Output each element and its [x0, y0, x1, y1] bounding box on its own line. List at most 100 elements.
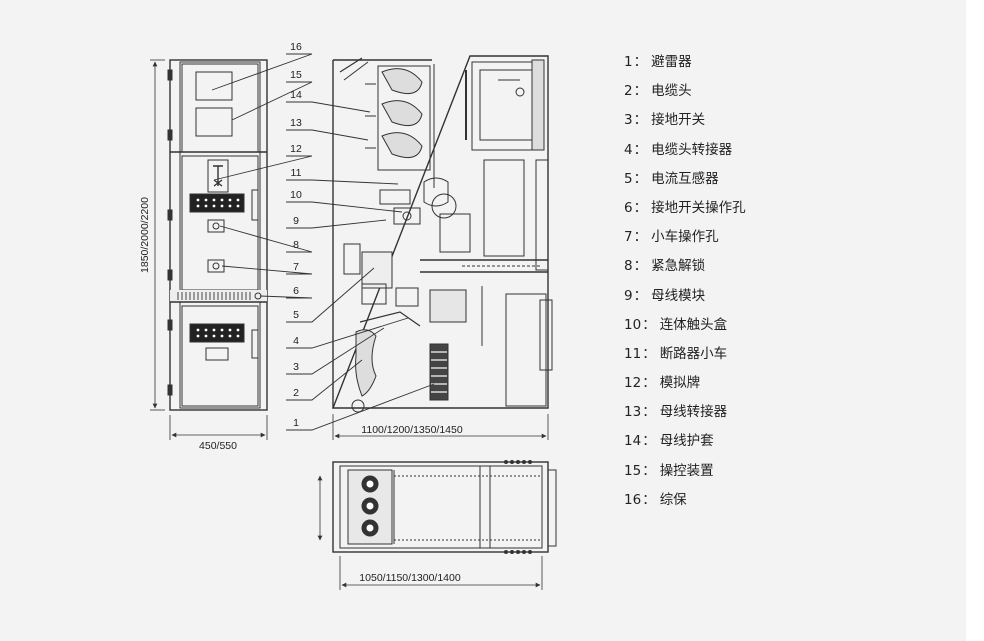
legend-item: 16：综保 — [624, 490, 746, 519]
legend-separator: ： — [633, 170, 648, 187]
legend-number: 12 — [624, 375, 642, 392]
callout-leader — [286, 201, 403, 213]
callout-number: 15 — [290, 69, 302, 81]
legend-label: 操控装置 — [659, 462, 714, 479]
legend-number: 5 — [624, 170, 633, 187]
callout-number: 4 — [293, 335, 299, 347]
callout-number: 9 — [293, 215, 299, 227]
legend-item: 2：电缆头 — [624, 81, 746, 110]
legend-label: 小车操作孔 — [651, 229, 719, 246]
legend-label: 模拟牌 — [659, 375, 701, 392]
relay-window — [195, 71, 233, 101]
legend-separator: ： — [633, 54, 648, 70]
callout-leader — [286, 129, 369, 141]
callout-leader — [213, 155, 313, 181]
callout-number: 3 — [293, 361, 299, 373]
legend-item: 6：接地开关操作孔 — [624, 198, 746, 227]
legend-label: 母线模块 — [651, 287, 706, 304]
legend-label: 紧急解锁 — [651, 258, 706, 275]
callout-leader — [286, 327, 385, 375]
legend-separator: ： — [633, 141, 648, 158]
callout-leader — [286, 383, 435, 431]
legend-item: 14：母线护套 — [624, 431, 746, 460]
callout-leader — [231, 81, 313, 121]
legend-item: 13：母线转接器 — [624, 402, 746, 431]
callout-number: 8 — [293, 239, 299, 251]
legend-label: 接地开关 — [651, 112, 706, 129]
legend-label: 连体触头盒 — [659, 316, 728, 333]
legend-item: 12：模拟牌 — [624, 373, 746, 402]
legend-item: 15：操控装置 — [624, 461, 746, 490]
legend-item: 9：母线模块 — [624, 286, 746, 315]
legend-separator: ： — [642, 404, 656, 421]
callout-leader — [219, 225, 313, 253]
legend-number: 1 — [624, 54, 633, 70]
legend-item: 7：小车操作孔 — [624, 227, 746, 256]
plan-view — [317, 460, 557, 554]
legend-number: 4 — [624, 141, 633, 158]
page-margin — [966, 0, 984, 641]
legend-separator: ： — [633, 83, 648, 100]
legend-item: 8：紧急解锁 — [624, 256, 746, 285]
callout-leader — [286, 267, 375, 323]
legend-label: 电缆头转接器 — [651, 141, 733, 158]
callout-number: 11 — [291, 167, 302, 179]
legend-number: 7 — [624, 229, 633, 246]
callout-leader — [286, 101, 371, 113]
callout-number: 6 — [293, 285, 299, 297]
callout-number: 7 — [293, 261, 299, 273]
legend-number: 6 — [624, 199, 633, 216]
legend-item: 4：电缆头转接器 — [624, 140, 746, 169]
legend-number: 8 — [624, 258, 633, 275]
dim-front-width: 450/550 — [199, 440, 237, 452]
legend-label: 母线护套 — [659, 433, 714, 450]
legend-label: 综保 — [659, 491, 687, 508]
mimic-board — [207, 159, 229, 193]
side-view — [331, 55, 553, 413]
front-dimensions — [150, 59, 268, 440]
legend-number: 15 — [624, 462, 642, 479]
legend-separator: ： — [633, 229, 648, 246]
callout-number: 1 — [293, 417, 299, 429]
callout-leaders — [211, 53, 435, 431]
callout-leader — [286, 179, 399, 185]
legend-label: 接地开关操作孔 — [651, 199, 746, 216]
legend-separator: ： — [633, 112, 648, 129]
callout-number: 13 — [290, 117, 302, 129]
callout-number: 2 — [293, 387, 299, 399]
plan-dimensions — [339, 556, 543, 590]
legend-number: 13 — [624, 404, 642, 421]
legend-number: 14 — [624, 433, 642, 450]
legend-item: 5：电流互感器 — [624, 169, 746, 198]
legend-label: 电流互感器 — [651, 170, 719, 187]
callout-leader — [286, 219, 387, 229]
legend-separator: ： — [642, 462, 656, 479]
callout-number: 16 — [290, 41, 302, 53]
callout-leader — [259, 295, 313, 299]
callout-number: 12 — [290, 143, 302, 155]
legend-separator: ： — [633, 199, 648, 216]
callout-number: 5 — [293, 309, 299, 321]
legend-number: 11 — [624, 345, 642, 362]
legend-item: 11：断路器小车 — [624, 344, 746, 373]
legend-number: 9 — [624, 287, 633, 304]
legend-number: 3 — [624, 112, 633, 129]
legend-item: 1：避雷器 — [624, 52, 746, 81]
legend-label: 避雷器 — [651, 54, 692, 70]
callout-leader — [211, 53, 313, 91]
side-dimensions — [332, 414, 549, 440]
dim-side-depth: 1100/1200/1350/1450 — [361, 424, 463, 436]
legend-label: 断路器小车 — [659, 345, 728, 362]
legend-label: 母线转接器 — [659, 404, 728, 421]
callout-number: 10 — [290, 189, 302, 201]
legend-separator: ： — [633, 258, 648, 275]
legend-number: 2 — [624, 83, 633, 100]
legend-separator: ： — [642, 316, 656, 333]
legend-number: 10 — [624, 316, 642, 333]
legend-separator: ： — [642, 375, 656, 392]
legend-separator: ： — [642, 433, 656, 450]
